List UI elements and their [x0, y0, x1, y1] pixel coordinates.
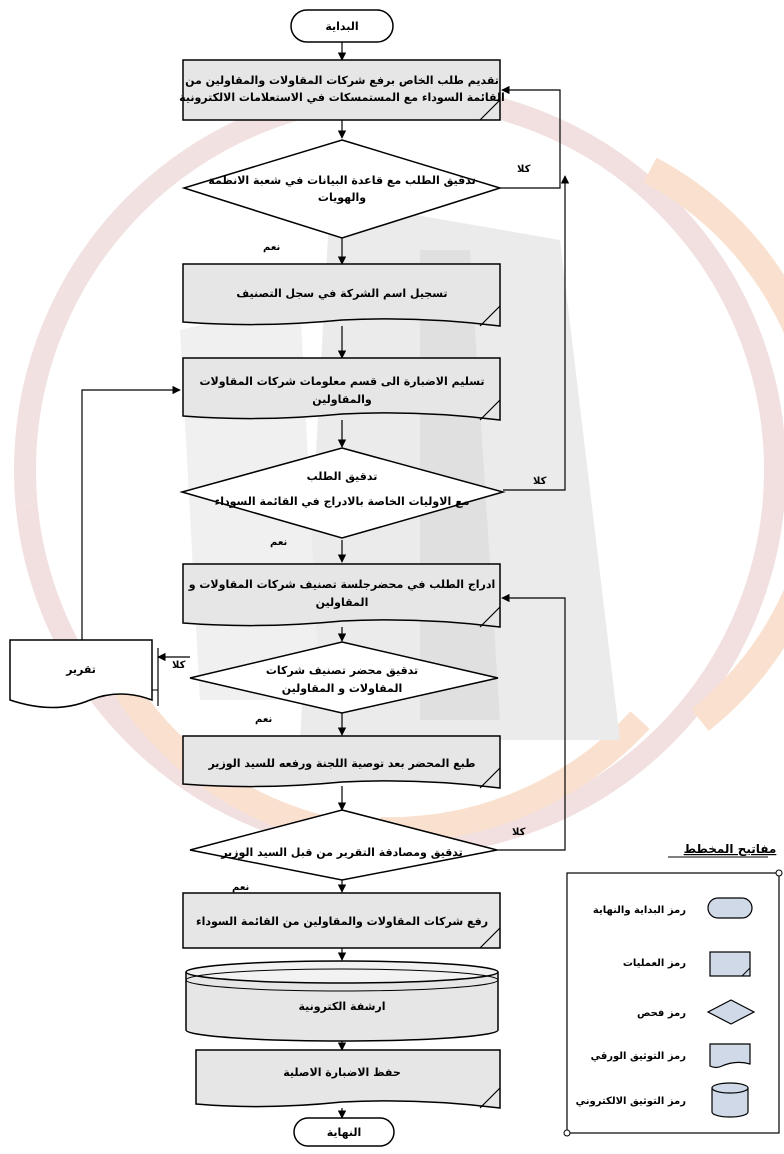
process-step-7: حفظ الاضبارة الاصلية [195, 1049, 501, 1109]
decision4-yes-label: نعم [232, 882, 249, 893]
decision1-yes-label: نعم [263, 242, 280, 253]
start-terminator: البداية [290, 9, 394, 43]
step3-text-line1: تسليم الاضبارة الى قسم معلومات شركات الم… [199, 375, 484, 388]
step1-text-line1: تقديم طلب الخاص برفع شركات المقاولات وال… [185, 74, 499, 87]
process-icon [709, 951, 751, 977]
decision1-text-line1: تدقيق الطلب مع قاعدة البيانات في شعبة ال… [208, 174, 475, 187]
legend-item-terminator-label: رمز البداية والنهاية [593, 905, 686, 916]
step4-text-line2: المقاولين [316, 596, 369, 609]
step4-text-line1: ادراج الطلب في محضرجلسة تصنيف شركات المق… [188, 578, 496, 592]
step5-text: طبع المحضر بعد توصية اللجنة ورفعه للسيد … [207, 757, 475, 770]
end-label: النهاية [327, 1126, 362, 1139]
decision3-no-label: كلا [172, 660, 186, 671]
decision-icon [706, 999, 756, 1025]
legend-box: رمز البداية والنهاية رمز العمليات رمز فح… [563, 869, 783, 1137]
decision3-text-line1: تدقيق محضر تصنيف شركات [266, 664, 418, 677]
decision-2: تدقيق الطلب مع الاوليات الخاصة بالادراج … [179, 447, 506, 539]
step6-text: رفع شركات المقاولات والمقاولين من القائم… [196, 915, 488, 928]
decision4-text: تدقيق ومصادقة التقرير من قبل السيد الوزي… [220, 846, 463, 859]
decision3-text-line2: المقاولات و المقاولين [282, 682, 403, 695]
process-step-6: رفع شركات المقاولات والمقاولين من القائم… [182, 892, 501, 949]
decision2-yes-label: نعم [270, 537, 287, 548]
archive-database: ارشفة الكترونية [185, 960, 499, 1042]
decision2-no-label: كلا [533, 476, 547, 487]
decision2-text-line1: تدقيق الطلب [307, 470, 378, 483]
decision2-text-line2: مع الاوليات الخاصة بالادراج في القائمة ا… [215, 495, 470, 509]
legend-item-decision-label: رمز فحص [637, 1008, 686, 1019]
step3-text-line2: والمقاولين [312, 393, 372, 406]
legend-item-process-label: رمز العمليات [623, 958, 686, 969]
legend-item-database-label: رمز التوثيق الالكتروني [576, 1096, 687, 1107]
archive-label: ارشفة الكترونية [298, 1000, 385, 1013]
decision3-yes-label: نعم [255, 714, 272, 725]
process-step-4: ادراج الطلب في محضرجلسة تصنيف شركات المق… [182, 563, 501, 628]
terminator-icon [707, 897, 753, 919]
step1-text-line2: القائمة السوداء مع المستمسكات في الاستعل… [179, 91, 505, 104]
process-step-1: تقديم طلب الخاص برفع شركات المقاولات وال… [179, 59, 505, 121]
decision-1: تدقيق الطلب مع قاعدة البيانات في شعبة ال… [181, 139, 503, 239]
connectors [81, 42, 570, 1119]
process-step-2: تسجيل اسم الشركة في سجل التصنيف [182, 263, 501, 327]
report-label: تقرير [65, 663, 96, 676]
document-icon [709, 1043, 751, 1069]
process-step-3: تسليم الاضبارة الى قسم معلومات شركات الم… [182, 357, 501, 421]
decision4-no-label: كلا [512, 827, 526, 838]
decision-3: تدقيق محضر تصنيف شركات المقاولات و المقا… [189, 641, 499, 714]
report-document: تقرير [9, 639, 159, 709]
process-step-5: طبع المحضر بعد توصية اللجنة ورفعه للسيد … [182, 735, 501, 789]
decision1-no-label: كلا [517, 164, 531, 175]
decision-4: تدقيق ومصادقة التقرير من قبل السيد الوزي… [189, 809, 498, 881]
decision1-text-line2: والهويات [318, 191, 366, 204]
step7-text: حفظ الاضبارة الاصلية [283, 1066, 401, 1079]
legend-title: مفاتيح المخطط [684, 842, 777, 856]
legend-item-document-label: رمز التوثيق الورقي [591, 1051, 687, 1062]
end-terminator: النهاية [293, 1117, 395, 1147]
start-label: البداية [325, 20, 358, 33]
step2-text: تسجيل اسم الشركة في سجل التصنيف [236, 287, 447, 300]
database-icon [711, 1082, 749, 1118]
